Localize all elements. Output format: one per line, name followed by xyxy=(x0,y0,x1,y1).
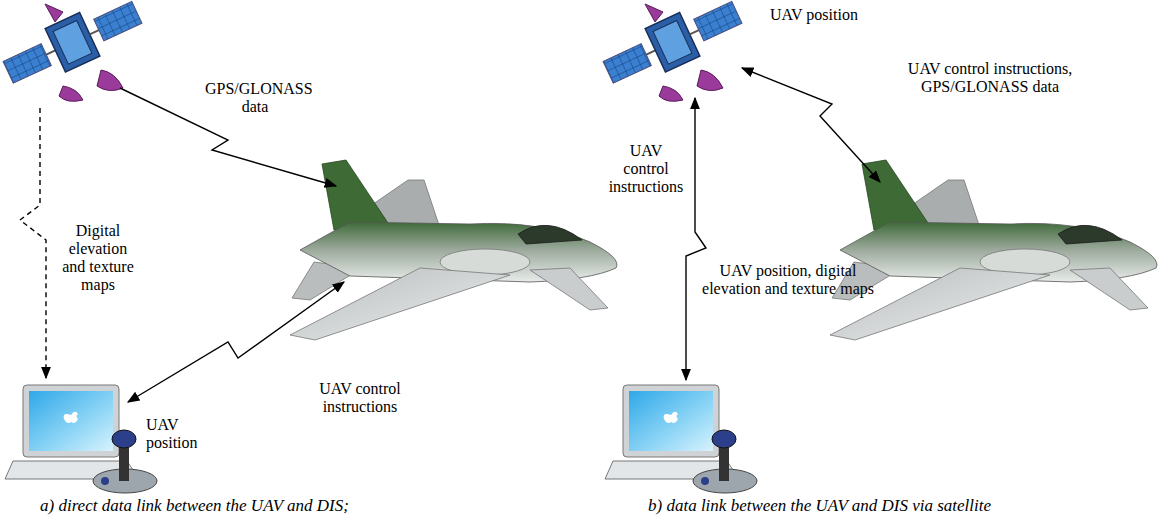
link-label: UAV position xyxy=(146,416,196,452)
radio-link xyxy=(686,98,706,380)
link-label: UAV position xyxy=(770,6,890,24)
uav-aircraft xyxy=(830,160,1157,340)
link-label: UAV position, digital elevation and text… xyxy=(702,262,874,298)
radio-link xyxy=(128,282,344,402)
link-label: UAV control instructions, GPS/GLONASS da… xyxy=(895,60,1085,96)
link-label: Digital elevation and texture maps xyxy=(56,222,140,294)
satellite-icon xyxy=(0,0,147,101)
panel-caption: b) data link between the UAV and DIS via… xyxy=(648,496,991,516)
link-label: GPS/GLONASS data xyxy=(205,80,305,116)
laptop-joystick xyxy=(605,385,757,493)
link-label: UAV control instructions xyxy=(300,380,420,416)
panel-caption: a) direct data link between the UAV and … xyxy=(40,496,349,516)
satellite-icon xyxy=(598,0,747,101)
radio-link xyxy=(742,68,880,182)
data-link-dashed xyxy=(20,108,46,378)
link-label: UAV control instructions xyxy=(606,142,686,196)
uav-aircraft xyxy=(290,160,617,340)
radio-link xyxy=(120,88,336,186)
laptop-joystick xyxy=(5,385,157,493)
